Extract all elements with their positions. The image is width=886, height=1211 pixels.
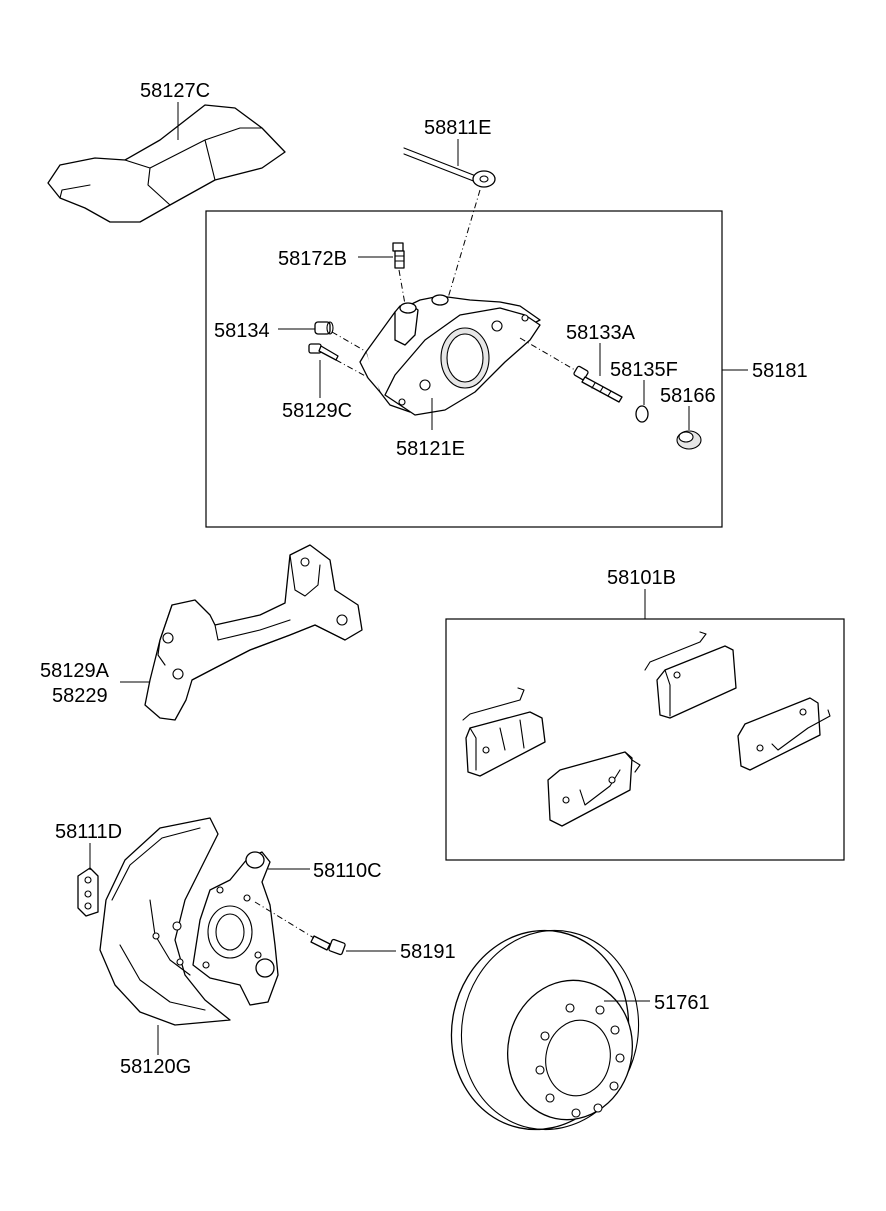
part-label-58120G[interactable]: 58120G [120, 1056, 191, 1078]
part-label-58111D[interactable]: 58111D [55, 821, 122, 843]
part-label-58129C[interactable]: 58129C [282, 400, 352, 422]
part-label-58191[interactable]: 58191 [400, 941, 456, 963]
caliper-bracket-drawing [144, 544, 363, 721]
guide-pin-drawing [573, 365, 623, 403]
brake-disc-drawing [450, 929, 640, 1131]
part-label-58166[interactable]: 58166 [660, 385, 716, 407]
brake-hose-drawing [403, 147, 496, 188]
shield-plate-drawing [47, 104, 286, 223]
caliper-body-drawing [359, 294, 541, 416]
part-label-58229[interactable]: 58229 [52, 685, 108, 707]
part-label-58129A[interactable]: 58129A [40, 660, 110, 682]
part-label-58134[interactable]: 58134 [214, 320, 270, 342]
brake-pads-drawing [462, 631, 831, 827]
bleeder-screw-drawing [392, 242, 405, 269]
part-label-58172B[interactable]: 58172B [278, 248, 347, 270]
o-ring-drawing [635, 405, 649, 423]
dash-hub-bolt [254, 901, 315, 939]
dash-hose [447, 189, 481, 299]
part-label-58133A[interactable]: 58133A [566, 322, 636, 344]
part-label-51761[interactable]: 51761 [654, 992, 710, 1014]
part-label-58121E[interactable]: 58121E [396, 438, 465, 460]
part-label-58110C[interactable]: 58110C [313, 860, 382, 882]
part-label-58811E[interactable]: 58811E [424, 117, 491, 139]
part-label-58101B[interactable]: 58101B [607, 567, 676, 589]
hub-bolt-drawing [310, 935, 346, 956]
guide-bolt-drawing [308, 343, 339, 361]
backing-plate-drawing [77, 817, 231, 1026]
knuckle-drawing [192, 851, 279, 1006]
caliper-assembly-box [205, 210, 723, 528]
boot-drawing [676, 430, 702, 450]
part-label-58181[interactable]: 58181 [752, 360, 808, 382]
guide-cap-drawing [314, 321, 334, 335]
part-label-58135F[interactable]: 58135F [610, 359, 678, 381]
dash-pin [519, 337, 576, 371]
part-label-58127C[interactable]: 58127C [140, 80, 210, 102]
